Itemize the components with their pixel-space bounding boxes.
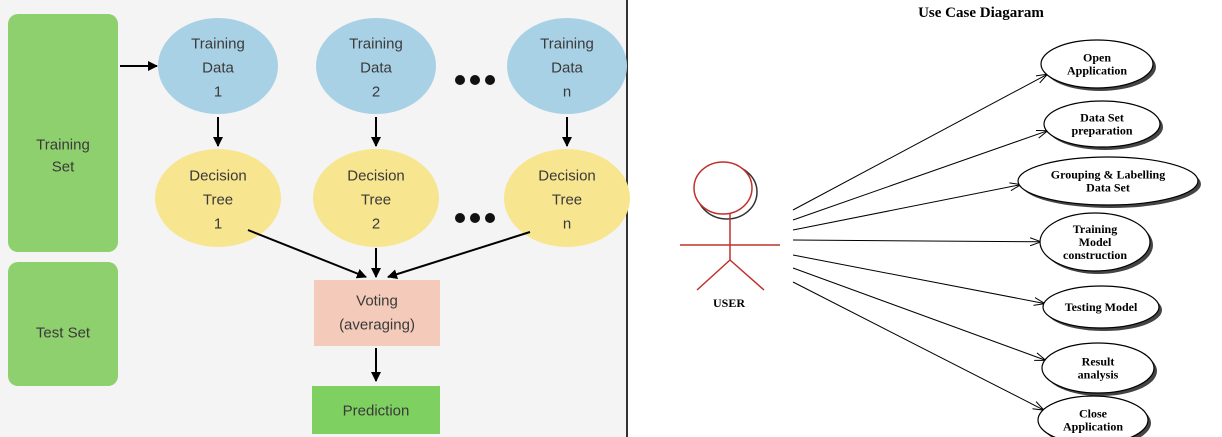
arrow-treen-to-voting xyxy=(387,231,531,280)
decision-tree-label: Tree xyxy=(203,192,233,209)
use-case-ellipse xyxy=(1043,100,1161,148)
ellipsis-dots xyxy=(455,75,495,85)
test-set-label: Test Set xyxy=(36,325,91,342)
decision-tree-label: n xyxy=(563,216,571,233)
use-case-ellipse xyxy=(1040,39,1154,89)
training-set-rect xyxy=(8,14,118,252)
training-data-ellipse xyxy=(316,18,436,114)
use-case-label: Testing Model xyxy=(1065,300,1138,314)
ellipsis-dot xyxy=(455,75,465,85)
training-data-label: Data xyxy=(202,60,234,77)
prediction-box: Prediction xyxy=(312,386,440,434)
decision-tree-label: Tree xyxy=(361,192,391,209)
decision-tree-label: 2 xyxy=(372,216,380,233)
use-case-label: preparation xyxy=(1071,124,1132,138)
training-data-label: Training xyxy=(540,36,594,53)
use-case-association xyxy=(792,185,1021,231)
decision-tree-ellipse xyxy=(313,149,439,247)
actor-head xyxy=(693,161,753,215)
use-case-ellipse xyxy=(1037,395,1149,437)
prediction-label: Prediction xyxy=(343,403,410,420)
decision-tree-label: Decision xyxy=(189,168,247,185)
use-case-association xyxy=(792,74,1048,211)
training-set-label: Training xyxy=(36,137,90,154)
ellipsis-dots xyxy=(455,213,495,223)
use-case-label: Close xyxy=(1079,407,1108,421)
voting-box: Voting (averaging) xyxy=(314,280,440,346)
use-case-label: Application xyxy=(1063,420,1123,434)
training-data-ellipse xyxy=(158,18,278,114)
voting-rect xyxy=(314,280,440,346)
actor-left-leg xyxy=(696,259,731,291)
training-data-label: Training xyxy=(349,36,403,53)
ellipsis-dot xyxy=(485,213,495,223)
voting-label: (averaging) xyxy=(339,317,415,334)
training-data-label: 1 xyxy=(214,84,222,101)
user-actor: USER xyxy=(680,161,780,310)
use-case-label: Training xyxy=(1073,222,1117,236)
use-case-association xyxy=(792,131,1048,221)
use-case-node: Testing Model xyxy=(792,254,1162,331)
decision-tree-label: Decision xyxy=(538,168,596,185)
use-case-ellipse xyxy=(1039,212,1151,272)
arrow-tree1-to-voting xyxy=(247,229,367,279)
use-case-panel: Use Case DiagaramUSEROpenApplicationData… xyxy=(680,5,1201,437)
training-data-ellipse xyxy=(507,18,627,114)
ellipsis-dot xyxy=(470,75,480,85)
use-case-association xyxy=(792,281,1044,410)
decision-tree-label: 1 xyxy=(214,216,222,233)
use-case-association xyxy=(792,240,1041,242)
use-case-label: analysis xyxy=(1078,368,1119,382)
decision-tree-ellipse xyxy=(504,149,630,247)
training-data-label: 2 xyxy=(372,84,380,101)
test-set-rect xyxy=(8,262,118,386)
use-case-label: construction xyxy=(1063,248,1127,262)
use-case-ellipse xyxy=(1041,342,1155,394)
use-case-association xyxy=(792,254,1045,304)
use-case-label: Model xyxy=(1079,235,1112,249)
use-case-association xyxy=(792,267,1046,360)
decision-tree-label: Decision xyxy=(347,168,405,185)
training-data-label: n xyxy=(563,84,571,101)
ellipsis-dot xyxy=(455,213,465,223)
prediction-rect xyxy=(312,386,440,434)
training-data-label: Training xyxy=(191,36,245,53)
decision-tree-label: Tree xyxy=(552,192,582,209)
use-case-label: Data Set xyxy=(1080,111,1124,125)
actor-label: USER xyxy=(713,296,745,310)
training-data-label: Data xyxy=(360,60,392,77)
use-case-label: Application xyxy=(1067,64,1127,78)
ellipsis-dot xyxy=(485,75,495,85)
test-set-box: Test Set xyxy=(8,262,118,386)
training-data-label: Data xyxy=(551,60,583,77)
decision-tree-ellipse xyxy=(155,149,281,247)
ellipsis-dot xyxy=(470,213,480,223)
use-case-ellipse xyxy=(1042,285,1160,329)
training-set-label: Set xyxy=(52,159,75,176)
use-case-label: Open xyxy=(1083,51,1111,65)
voting-label: Voting xyxy=(356,293,398,310)
use-case-title: Use Case Diagaram xyxy=(918,5,1044,21)
use-case-label: Grouping & Labelling xyxy=(1051,168,1165,182)
use-case-label: Result xyxy=(1082,355,1115,369)
use-case-ellipse xyxy=(1017,156,1199,206)
actor-right-leg xyxy=(729,259,765,291)
use-case-label: Data Set xyxy=(1086,181,1130,195)
